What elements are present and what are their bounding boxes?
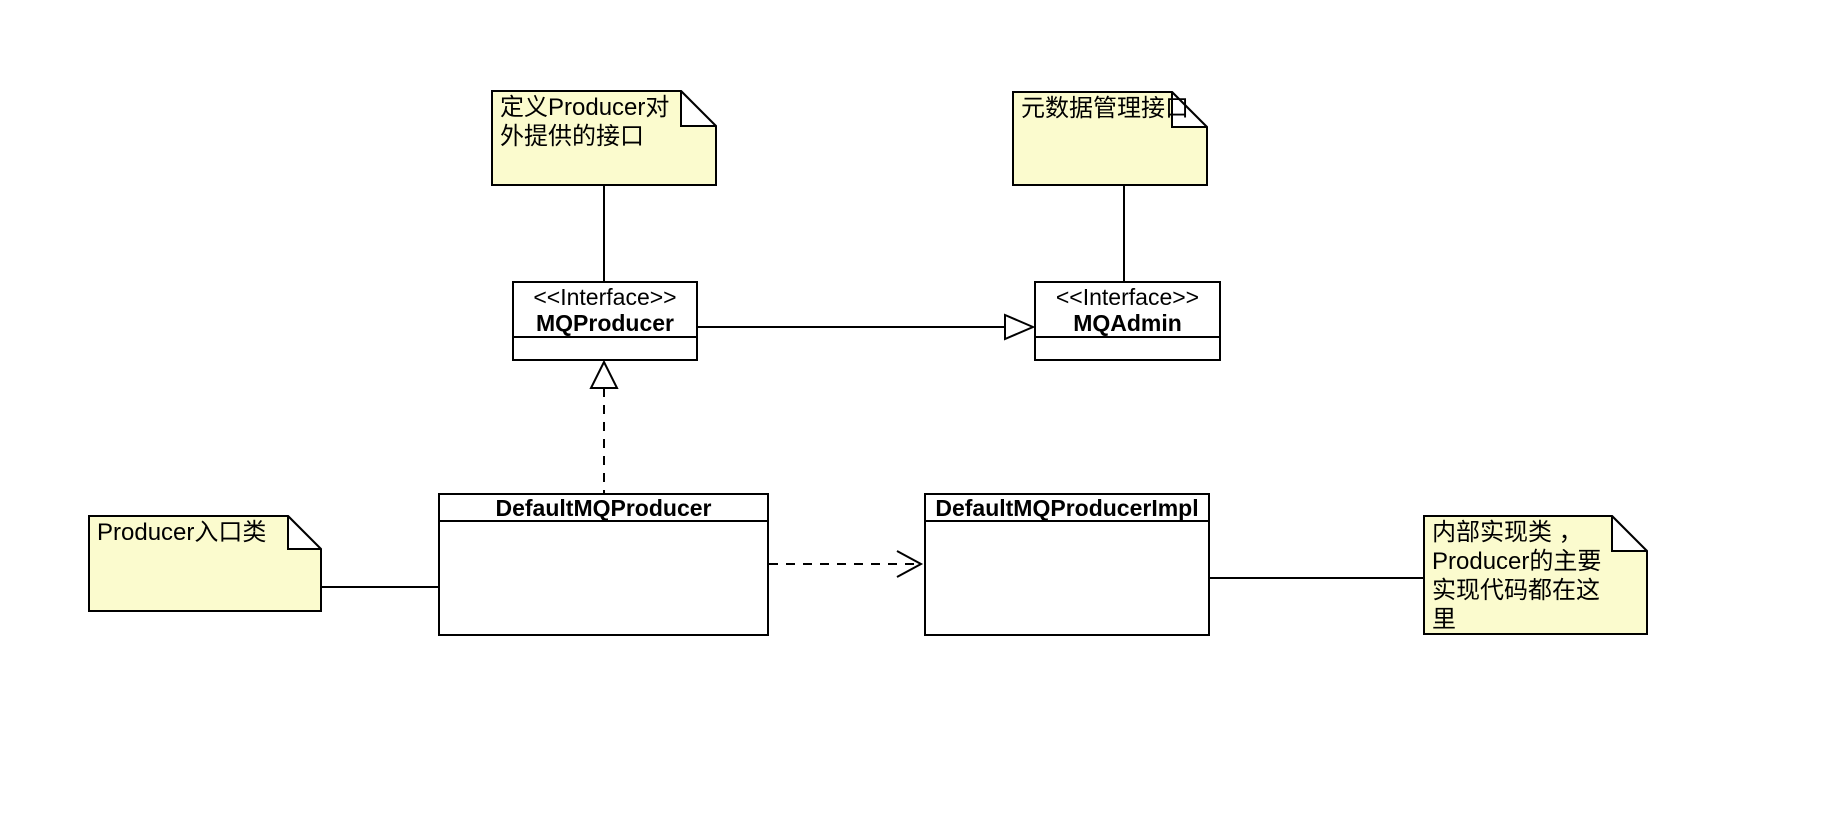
note-text: 定义Producer对 外提供的接口 [500, 94, 670, 150]
note-fold-corner-icon [287, 515, 322, 550]
class-box-mqproducer: <<Interface>> MQProducer [512, 281, 698, 361]
class-header: DefaultMQProducerImpl [926, 495, 1208, 522]
class-box-defaultmqproducerimpl: DefaultMQProducerImpl [924, 493, 1210, 636]
dependency-arrow-defaultmqproducer-to-impl [769, 550, 924, 578]
class-box-mqadmin: <<Interface>> MQAdmin [1034, 281, 1221, 361]
note-text: 内部实现类 ， Producer的主要 实现代码都在这 里 [1432, 519, 1602, 633]
note-fold-corner-icon [680, 90, 717, 127]
note-shape [491, 90, 717, 186]
note-fold-corner-icon [1171, 91, 1208, 128]
empty-compartment [1036, 338, 1219, 359]
note-shape [1012, 91, 1208, 186]
stereotype-label: <<Interface>> [533, 284, 677, 310]
stereotype-label: <<Interface>> [1055, 284, 1200, 310]
note-shape [88, 515, 322, 612]
note-internal-impl: 内部实现类 ， Producer的主要 实现代码都在这 里 [1423, 515, 1648, 635]
empty-compartment [926, 522, 1208, 634]
note-shape [1423, 515, 1648, 635]
note-text: Producer入口类 [97, 519, 267, 546]
note-text: 元数据管理接口 [1021, 95, 1189, 122]
class-box-defaultmqproducer: DefaultMQProducer [438, 493, 769, 636]
class-header: <<Interface>> MQAdmin [1036, 283, 1219, 338]
empty-compartment [440, 522, 767, 634]
empty-compartment [514, 338, 696, 359]
class-name: MQProducer [535, 310, 675, 336]
class-header: <<Interface>> MQProducer [514, 283, 696, 338]
class-name: MQAdmin [1073, 310, 1182, 336]
realization-arrow-defaultmqproducer-to-mqproducer [589, 359, 619, 493]
class-name: DefaultMQProducer [495, 495, 712, 521]
note-producer-interface: 定义Producer对 外提供的接口 [491, 90, 717, 186]
note-fold-corner-icon [1611, 515, 1648, 552]
note-metadata-interface: 元数据管理接口 [1012, 91, 1208, 186]
note-producer-entry: Producer入口类 [88, 515, 322, 612]
class-header: DefaultMQProducer [440, 495, 767, 522]
class-name: DefaultMQProducerImpl [935, 495, 1199, 521]
generalization-arrow-mqproducer-to-mqadmin [698, 313, 1036, 341]
